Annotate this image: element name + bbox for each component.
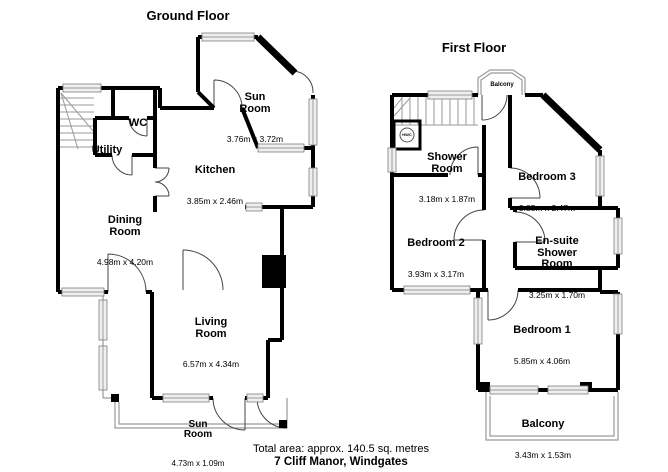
address-text: 7 Cliff Manor, Windgates: [274, 456, 408, 468]
room-label-shower-room: Shower Room 3.18m x 1.87m: [418, 151, 476, 204]
ground-floor-plan: [56, 32, 318, 431]
room-label-dining-room: Dining Room 4.98m x 4.20m: [96, 214, 154, 267]
room-label-kitchen: Kitchen 3.85m x 2.46m: [186, 164, 244, 206]
room-label-sun-room-bottom: Sun Room 4.73m x 1.09m: [171, 419, 225, 469]
chimney-breast: [262, 255, 286, 288]
ground-floor-title: Ground Floor: [146, 8, 230, 23]
room-label-wc: WC: [128, 117, 148, 129]
sun-room-diagonal-wall: [255, 34, 298, 76]
window-midlines: [391, 94, 619, 391]
first-floor-balconies: [477, 69, 619, 441]
hwc-cylinder: [399, 127, 415, 143]
room-label-ensuite-shower-room: En-suite Shower Room 3.25m x 1.70m: [528, 235, 586, 300]
room-label-sun-room-top: Sun Room 3.76m x 3.72m: [226, 91, 284, 144]
window-midlines: [62, 36, 314, 399]
bedroom3-diagonal-wall: [540, 92, 603, 153]
hwc-closet: [392, 119, 422, 151]
room-label-living-room: Living Room 6.57m x 4.34m: [182, 316, 240, 369]
balcony-post: [478, 382, 490, 392]
wall-post: [279, 420, 287, 428]
room-label-bedroom-1: Bedroom 1 5.85m x 4.06m: [513, 324, 571, 366]
total-area-text: Total area: approx. 140.5 sq. metres: [252, 443, 430, 455]
room-label-bedroom-2: Bedroom 2 3.93m x 3.17m: [407, 237, 465, 279]
room-label-balcony-bottom: Balcony 3.43m x 1.53m: [514, 418, 572, 460]
room-label-balcony-top: Balcony: [490, 82, 514, 88]
ground-floor-stairs: [60, 92, 95, 150]
room-label-bedroom-3: Bedroom 3 3.85m x 2.47m: [518, 171, 576, 213]
first-floor-plan: [387, 69, 623, 441]
wall-post: [111, 394, 119, 402]
first-floor-stairs: [393, 97, 478, 126]
room-label-utility: Utility: [91, 144, 123, 156]
ground-floor-doors: [107, 70, 314, 431]
first-floor-doors: [449, 94, 546, 321]
first-floor-title: First Floor: [441, 40, 507, 55]
room-label-hwc: HWC: [402, 132, 412, 137]
